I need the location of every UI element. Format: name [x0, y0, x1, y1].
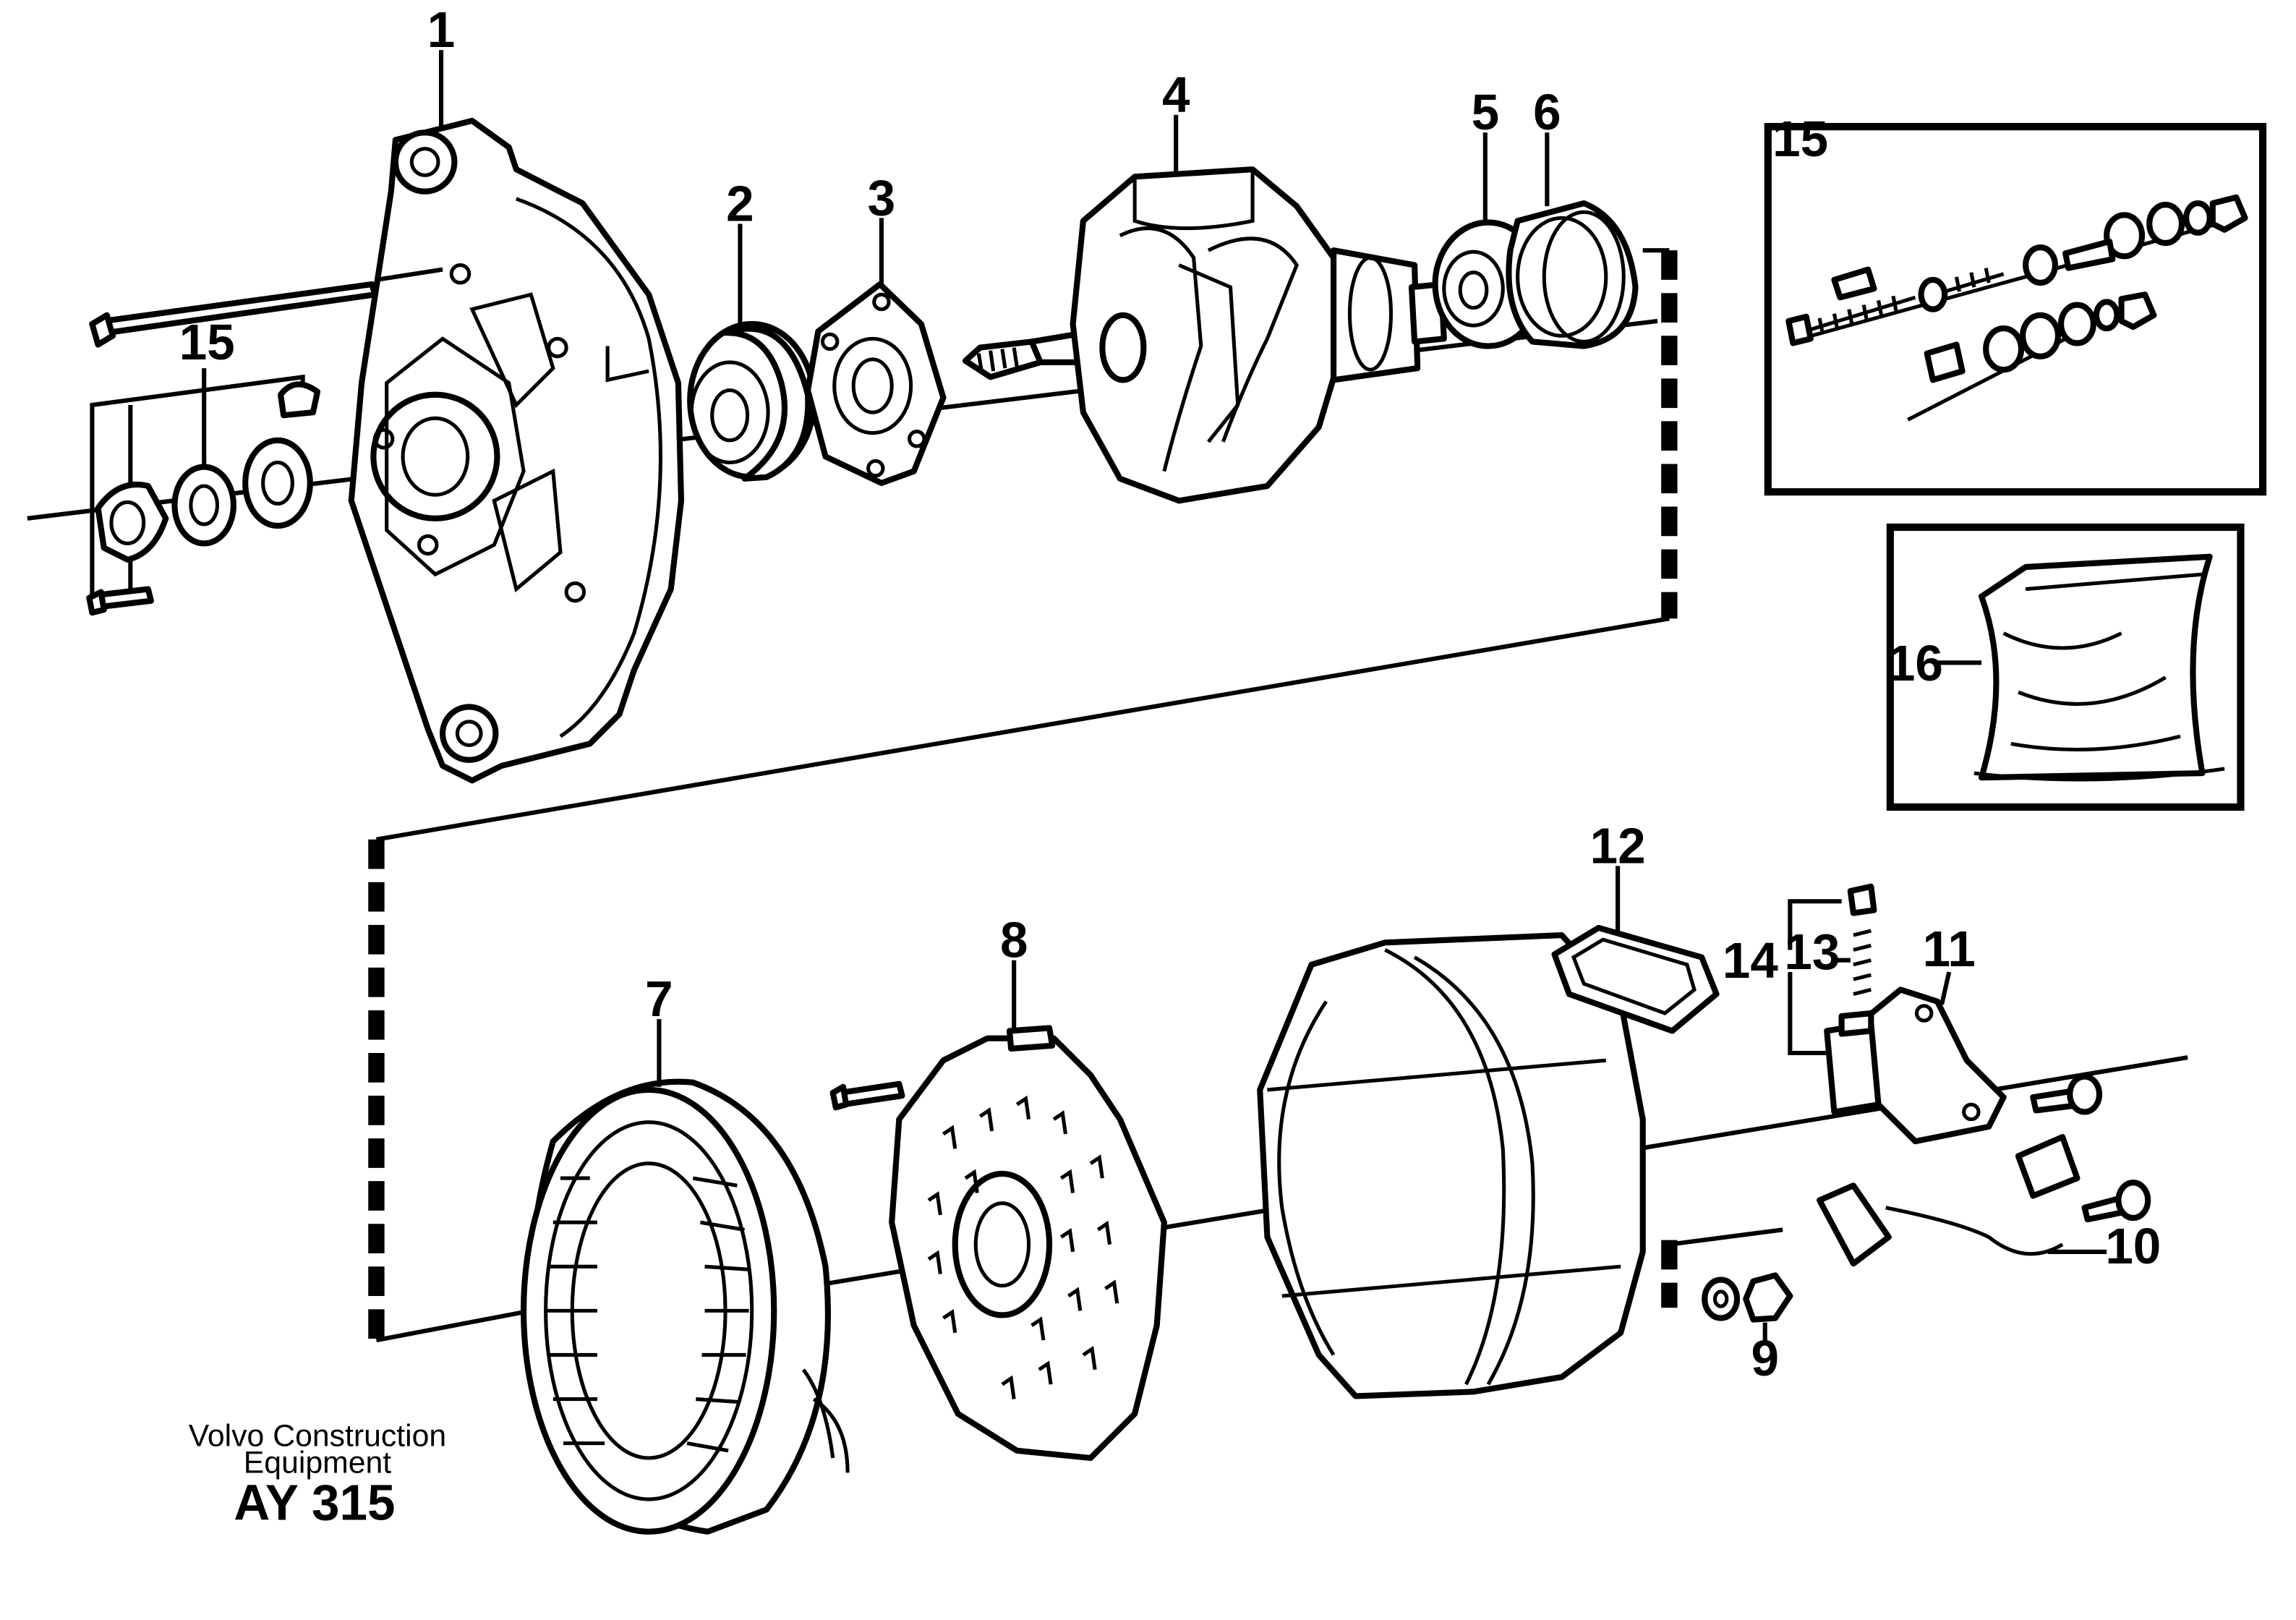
label-9: 9 — [1751, 1330, 1779, 1386]
label-15: 15 — [179, 314, 235, 370]
bearing-retainer-plate — [805, 281, 947, 486]
credit-line-2: Equipment — [244, 1445, 392, 1480]
label-5: 5 — [1472, 84, 1500, 140]
inset-hardware-parts — [1785, 194, 2248, 422]
gasket — [1551, 924, 1720, 1034]
connector-lead — [1817, 1134, 2151, 1267]
label-4: 4 — [1162, 67, 1190, 123]
rotor — [962, 166, 1447, 504]
inset-box-hardware-kit — [1764, 123, 2267, 496]
label-10: 10 — [2105, 1218, 2161, 1274]
label-7: 7 — [645, 971, 673, 1027]
label-13: 13 — [1784, 924, 1840, 980]
label-15-inset: 15 — [1772, 111, 1828, 167]
label-14: 14 — [1723, 932, 1778, 989]
bearing — [687, 320, 817, 482]
publisher-credit: Volvo Construction Equipment AY 315 — [189, 1419, 446, 1531]
label-11: 11 — [1923, 921, 1976, 977]
label-16: 16 — [1887, 635, 1943, 691]
dashed-connector-lines — [368, 250, 1678, 1344]
rectifier-plate — [829, 1025, 1167, 1462]
part-labels: 1 2 3 4 5 6 15 15 16 7 8 12 14 13 11 10 … — [179, 1, 2161, 1386]
leader-lines — [438, 50, 2107, 1344]
label-2: 2 — [726, 175, 754, 231]
rear-housing — [1257, 932, 1646, 1399]
label-8: 8 — [1000, 912, 1028, 968]
drive-end-housing — [348, 117, 685, 784]
grease-bag-icon — [1973, 553, 2225, 782]
label-1: 1 — [427, 1, 456, 58]
bearing-cap — [1506, 200, 1639, 349]
label-6: 6 — [1533, 84, 1561, 140]
label-3: 3 — [868, 169, 896, 226]
credit-line-1: Volvo Construction — [189, 1419, 446, 1454]
brush-holder-assembly — [1788, 883, 2103, 1145]
illustration-code: AY 315 — [234, 1475, 395, 1531]
washer-and-nut — [1702, 1272, 1793, 1323]
stator — [521, 1078, 850, 1535]
inset-box-grease-bag — [1886, 523, 2245, 811]
label-12: 12 — [1590, 817, 1646, 874]
mounting-hardware — [86, 267, 443, 616]
